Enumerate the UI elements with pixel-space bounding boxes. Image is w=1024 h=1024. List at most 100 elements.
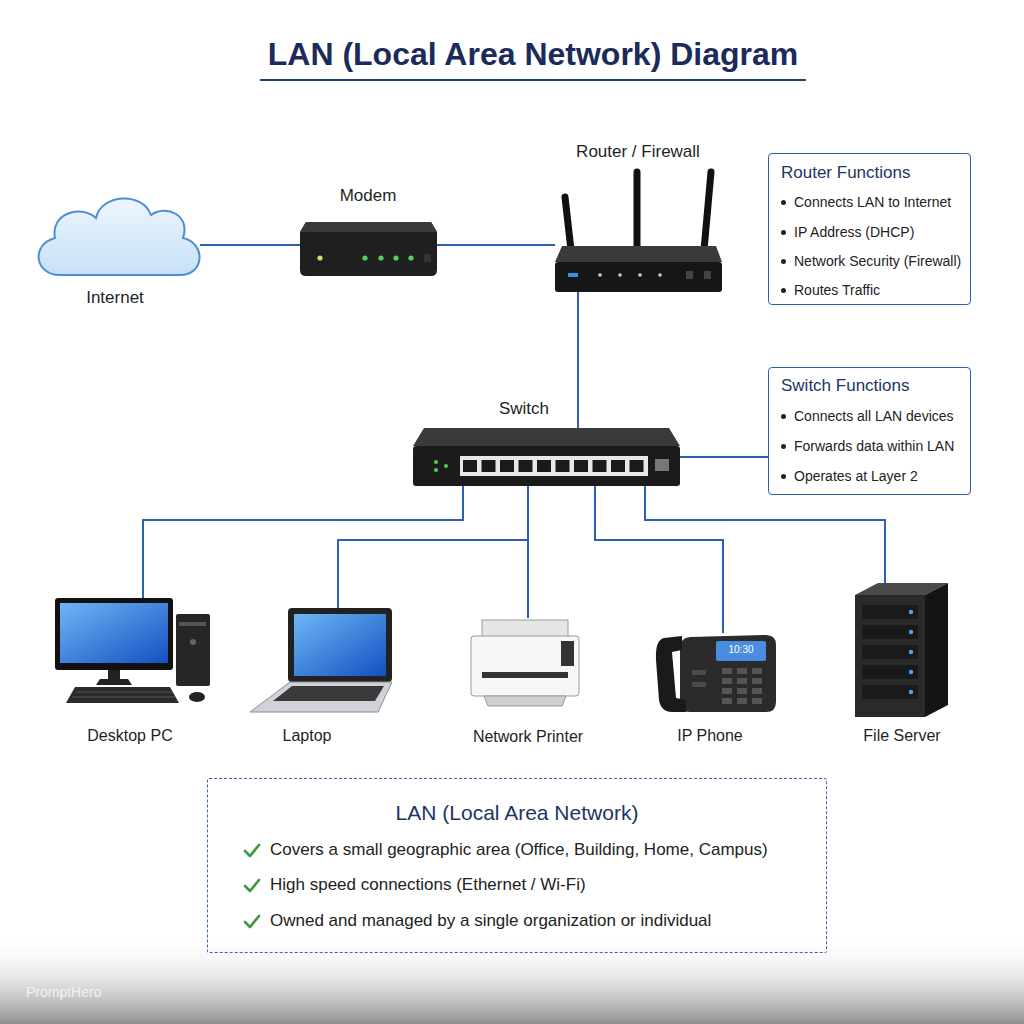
keyboard-rows (72, 692, 175, 697)
monitor-bezel (55, 598, 173, 670)
bullet-item: Operates at Layer 2 (781, 468, 918, 485)
bullet-item: Routes Traffic (781, 282, 880, 299)
ethernet-port (519, 460, 533, 472)
monitor-stand (108, 670, 120, 680)
status-led (317, 255, 322, 260)
device-label: Laptop (283, 726, 332, 746)
router-antenna (704, 172, 711, 250)
connector-line (527, 486, 529, 618)
check-mark (243, 877, 261, 893)
paper-slot (482, 672, 568, 678)
drive-bay (862, 665, 918, 679)
bullet-dot (781, 444, 786, 449)
connector-line (143, 486, 463, 598)
modem-body (300, 222, 437, 276)
server-side (925, 583, 948, 717)
status-led (658, 273, 662, 277)
printer-top (482, 620, 568, 638)
connector-line (200, 244, 300, 246)
monitor-screen (60, 603, 168, 663)
check-stroke (245, 880, 259, 891)
bullet-item: Connects all LAN devices (781, 408, 954, 425)
switch-functions-box: Switch FunctionsConnects all LAN devices… (768, 367, 971, 495)
device-label: Modem (340, 186, 397, 206)
monitor-base (96, 679, 132, 685)
router-functions-box: Router FunctionsConnects LAN to Internet… (768, 153, 971, 305)
phone-key (737, 668, 747, 674)
phone-key (722, 678, 732, 684)
switch-front (413, 446, 680, 486)
desktop-illustration (55, 598, 210, 703)
sfp-port (655, 459, 669, 471)
port-strip (460, 456, 648, 476)
check-mark (243, 913, 261, 929)
router-button (686, 271, 693, 279)
status-led (408, 255, 413, 260)
item-text: High speed connections (Ethernet / Wi-Fi… (270, 875, 586, 895)
pc-tower (176, 614, 210, 686)
bullet-item: IP Address (DHCP) (781, 224, 914, 241)
status-led (434, 460, 438, 464)
switch-device: Switch (413, 428, 680, 486)
status-led (378, 255, 383, 260)
connector-line (645, 486, 885, 583)
ethernet-port (611, 460, 625, 472)
mouse (189, 692, 205, 702)
box-heading: LAN (Local Area Network) (396, 800, 639, 825)
status-led (444, 464, 448, 468)
device-label: Network Printer (473, 727, 583, 747)
status-led (909, 630, 913, 634)
bullet-dot (781, 414, 786, 419)
drive-bay (862, 645, 918, 659)
phone-key (722, 688, 732, 694)
status-led (568, 273, 578, 277)
laptop-base (250, 682, 392, 712)
status-led (638, 273, 642, 277)
router-button (704, 271, 711, 279)
phone-key (722, 698, 732, 704)
file-server: File Server (855, 583, 948, 717)
item-text: Network Security (Firewall) (794, 253, 961, 270)
laptop-lid (288, 608, 392, 682)
bullet-dot (781, 288, 786, 293)
ethernet-port (537, 460, 551, 472)
watermark: PromptHero (26, 984, 101, 1001)
item-text: Owned and managed by a single organizati… (270, 911, 711, 931)
box-heading: Router Functions (781, 163, 910, 183)
phone-key (722, 668, 732, 674)
bullet-dot (781, 259, 786, 264)
bullet-item: Connects LAN to Internet (781, 194, 951, 211)
phone-key (752, 688, 762, 694)
title-underline (260, 79, 806, 81)
phone-key (737, 688, 747, 694)
lan-summary-box: LAN (Local Area Network) Covers a small g… (207, 778, 827, 953)
status-led (909, 690, 913, 694)
router-illustration (555, 172, 722, 292)
connector-line (437, 244, 555, 246)
drive-bay (862, 625, 918, 639)
status-led (434, 468, 438, 472)
device-label: File Server (863, 726, 940, 746)
router-antenna (634, 172, 641, 246)
bullet-dot (781, 200, 786, 205)
device-label: IP Phone (677, 726, 743, 746)
ethernet-port (500, 460, 514, 472)
status-led (362, 255, 367, 260)
ethernet-port (574, 460, 588, 472)
phone-handset (656, 636, 686, 712)
box-heading: Switch Functions (781, 376, 910, 396)
phone-key (752, 698, 762, 704)
ethernet-port (482, 460, 496, 472)
device-label: Switch (499, 399, 549, 419)
drive-slot (179, 622, 206, 626)
phone-key (737, 678, 747, 684)
router-top (555, 246, 722, 262)
status-led (598, 273, 602, 277)
printer-panel (561, 641, 574, 666)
router-device: Router / Firewall (555, 170, 722, 292)
modem-illustration (300, 222, 437, 276)
check-item: Covers a small geographic area (Office, … (243, 840, 768, 860)
modem-device: Modem (300, 222, 437, 276)
phone-key (692, 670, 706, 675)
